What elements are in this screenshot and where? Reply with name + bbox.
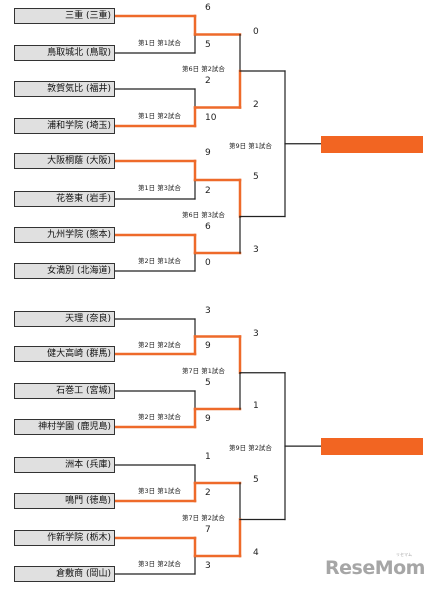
match-label: 第1日 第3試合 <box>138 184 181 192</box>
match-label: 第3日 第2試合 <box>138 560 181 568</box>
match-label: 第1日 第2試合 <box>138 111 181 120</box>
match-score: 3 <box>253 245 259 255</box>
match-score: 3 <box>205 306 211 316</box>
team-box: 鳴門 (徳島) <box>14 493 115 509</box>
match-label: 第1日 第1試合 <box>138 38 181 47</box>
team-box: 大阪桐蔭 (大阪) <box>14 153 115 169</box>
match-label: 第6日 第3試合 <box>182 210 225 219</box>
winner-box <box>321 135 423 153</box>
match-label: 第7日 第1試合 <box>182 366 225 375</box>
team-box: 倉敷商 (岡山) <box>14 566 115 582</box>
match-label: 第3日 第1試合 <box>138 487 181 495</box>
match-score: 3 <box>253 328 259 339</box>
team-box: 石巻工 (宮城) <box>14 383 115 399</box>
match-score: 5 <box>205 40 211 50</box>
team-box: 三重 (三重) <box>14 8 115 24</box>
match-label: 第9日 第2試合 <box>229 444 272 453</box>
match-score: 10 <box>205 113 217 123</box>
match-score: 5 <box>253 475 259 485</box>
team-box: 洲本 (兵庫) <box>14 457 115 473</box>
winner-box <box>321 438 423 456</box>
match-score: 5 <box>205 378 211 388</box>
team-box: 浦和学院 (埼玉) <box>14 118 115 134</box>
match-label: 第7日 第2試合 <box>182 513 225 522</box>
match-score: 4 <box>253 548 259 558</box>
match-score: 1 <box>205 452 211 462</box>
team-box: 神村学園 (鹿児島) <box>14 419 115 435</box>
team-box: 鳥取城北 (鳥取) <box>14 45 115 61</box>
match-label: 第2日 第3試合 <box>138 413 181 421</box>
match-score: 9 <box>205 341 211 351</box>
match-score: 7 <box>205 525 211 535</box>
team-box: 敦賀気比 (福井) <box>14 81 115 97</box>
match-score: 2 <box>253 99 259 110</box>
team-box: 健大高崎 (群馬) <box>14 346 115 362</box>
match-score: 9 <box>205 414 211 424</box>
match-label: 第6日 第2試合 <box>182 65 225 73</box>
match-score: 2 <box>205 488 211 498</box>
match-score: 0 <box>205 258 211 268</box>
team-box: 花巻東 (岩手) <box>14 191 115 207</box>
match-score: 6 <box>205 3 211 13</box>
resemom-logo-sub: リセマム <box>396 552 412 557</box>
match-score: 3 <box>205 561 211 571</box>
match-score: 1 <box>253 401 259 411</box>
resemom-logo: ReseMom <box>325 557 425 579</box>
team-box: 女満別 (北海道) <box>14 263 115 279</box>
team-box: 九州学院 (熊本) <box>14 227 115 243</box>
match-label: 第9日 第1試合 <box>229 141 272 150</box>
team-box: 作新学院 (栃木) <box>14 530 115 546</box>
match-label: 第2日 第1試合 <box>138 257 181 265</box>
match-score: 2 <box>205 186 211 196</box>
match-score: 6 <box>205 222 211 232</box>
match-score: 5 <box>253 172 259 182</box>
match-score: 0 <box>253 26 259 37</box>
match-score: 2 <box>205 76 211 86</box>
match-score: 9 <box>205 148 211 158</box>
match-label: 第2日 第2試合 <box>138 340 181 349</box>
team-box: 天理 (奈良) <box>14 311 115 327</box>
